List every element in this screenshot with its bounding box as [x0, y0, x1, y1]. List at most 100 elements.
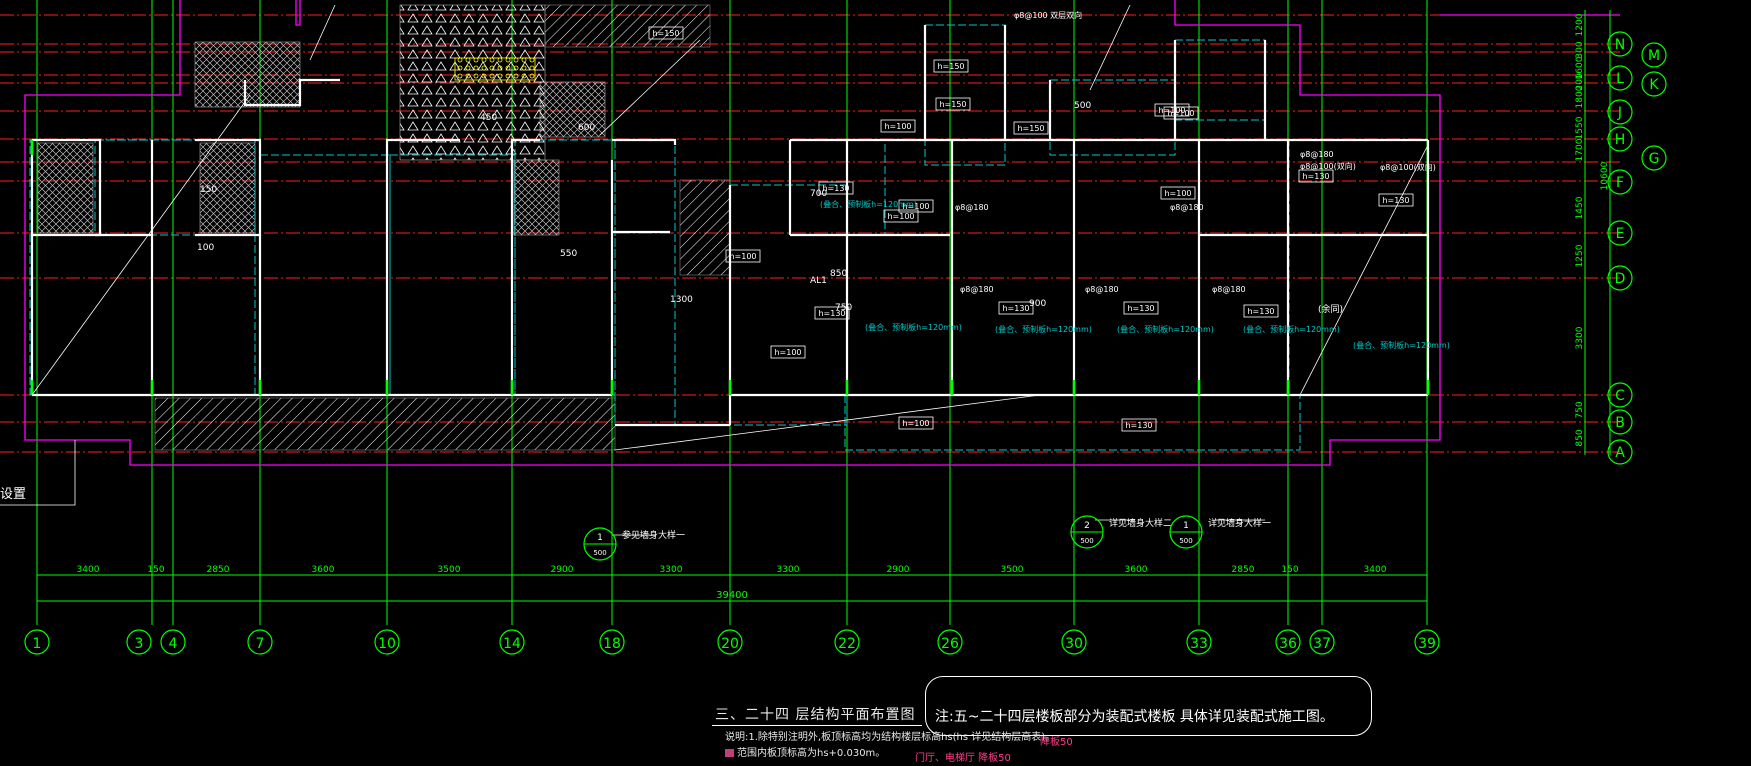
right-dimension-label: 300: [1575, 41, 1585, 58]
slab-label: h=150: [935, 97, 971, 111]
slab-thickness: h=130: [1382, 196, 1409, 205]
axis-bubble-33: 33: [1186, 629, 1212, 655]
leader-lines: [0, 4, 1429, 536]
axis-bubble-37: 37: [1309, 629, 1335, 655]
bottom-dimension-label: 2850: [207, 565, 230, 575]
slab-thickness: h=130: [1302, 172, 1329, 181]
slab-thickness: h=100: [887, 212, 914, 221]
right-dimension-label: 1550: [1575, 116, 1585, 139]
axis-bubble-7: 7: [247, 629, 273, 655]
axis-bubble-circle: [1607, 99, 1633, 125]
rebar-note: φ8@100 双层双向: [1014, 10, 1082, 20]
left-label: 设置: [0, 487, 26, 502]
axis-bubble-3: 3: [126, 629, 152, 655]
right-dimension-label: 1800: [1575, 85, 1585, 108]
slab-label: h=130: [1298, 169, 1334, 183]
right-dimension-label: 750: [1575, 401, 1585, 418]
bottom-dimension-label: 3400: [77, 565, 100, 575]
slab-thickness: h=100: [902, 419, 929, 428]
pink-note-1: 降板50: [1040, 737, 1073, 748]
note-line-1: 说明:1.除特别注明外,板顶标高均为结构楼层标高hs(hs 详见结构层高表)。: [725, 732, 1056, 743]
axis-bubble-K: K: [1641, 71, 1667, 97]
axis-bubble-label: 14: [503, 636, 521, 652]
note-line-2-text: 范围内板顶标高为hs+0.030m。: [737, 748, 886, 759]
slab-note: (叠合、预制板h=120mm): [1117, 324, 1214, 334]
slab-label: h=130: [998, 301, 1034, 315]
axis-bubble-circle: [24, 629, 50, 655]
axis-bubble-label: N: [1615, 37, 1625, 53]
slab-label: h=130: [1378, 193, 1414, 207]
slab-thickness: h=130: [818, 309, 845, 318]
right-dimension-label: 1250: [1575, 244, 1585, 267]
axis-bubble-label: 37: [1313, 636, 1331, 652]
callout-scale: 500: [1080, 537, 1093, 545]
slab-thickness: h=130: [1125, 421, 1152, 430]
axis-bubble-M: M: [1641, 42, 1667, 68]
slab-note: (叠合、预制板h=120mm): [820, 199, 917, 209]
bottom-dimension-label: 3300: [777, 565, 800, 575]
slab-label: h=100: [880, 119, 916, 133]
rebar-note: φ8@180: [960, 285, 994, 294]
misc-label: (余同): [1318, 303, 1343, 315]
callout-text: 详见墙身大样二: [1109, 517, 1172, 529]
axis-bubble-label: 4: [169, 636, 178, 652]
axis-bubble-39: 39: [1414, 629, 1440, 655]
axis-bubble-circle: [599, 629, 625, 655]
bottom-dimension-label: 3600: [1125, 565, 1148, 575]
axis-bubble-circle: [937, 629, 963, 655]
callout-number: 1: [597, 533, 603, 543]
axis-bubble-label: 20: [721, 636, 739, 652]
bottom-dimension-label: 3600: [312, 565, 335, 575]
small-dimension: 100: [197, 243, 214, 253]
right-dimension-label: 10600: [1600, 161, 1610, 190]
axis-bubble-G: G: [1641, 145, 1667, 171]
axis-bubble-E: E: [1607, 220, 1633, 246]
slab-note: (叠合、预制板h=120mm): [865, 322, 962, 332]
slab-label: h=100: [898, 199, 934, 213]
axis-bubble-A: A: [1607, 439, 1633, 465]
axis-bubble-10: 10: [374, 629, 400, 655]
axis-bubble-label: G: [1649, 151, 1660, 167]
axis-bubble-circle: [717, 629, 743, 655]
axis-bubble-circle: [1309, 629, 1335, 655]
hatched-zones: [37, 4, 731, 451]
note-cloud: [925, 676, 1372, 736]
axis-bubble-circle: [1607, 409, 1633, 435]
bottom-dimension-label: 150: [147, 565, 164, 575]
wall-caps: [30, 140, 1430, 395]
axis-bubble-F: F: [1607, 169, 1633, 195]
axis-bubble-label: 22: [838, 636, 856, 652]
slab-label: h=100: [898, 416, 934, 430]
axis-bubble-label: E: [1616, 226, 1625, 242]
small-dimension: 450: [480, 113, 497, 123]
axis-bubble-22: 22: [834, 629, 860, 655]
slab-thickness: h=150: [937, 62, 964, 71]
axis-bubble-label: 1: [33, 636, 42, 652]
slab-note: (叠合、预制板h=120mm): [1353, 340, 1450, 350]
axis-bubble-14: 14: [499, 629, 525, 655]
axis-bubble-label: M: [1648, 48, 1660, 64]
slab-label: h=100: [725, 249, 761, 263]
detail-callout: 2 500 详见墙身大样二: [1070, 515, 1172, 549]
slab-label: h=130: [1123, 301, 1159, 315]
callout-number: 2: [1084, 521, 1090, 531]
axis-bubble-circle: [1607, 169, 1633, 195]
title-underline: [712, 725, 922, 726]
axis-bubble-B: B: [1607, 409, 1633, 435]
slab-label: h=130: [1121, 418, 1157, 432]
rebar-note: φ8@100(双向): [1300, 161, 1356, 171]
callout-text: 参见墙身大样一: [622, 529, 685, 541]
bottom-dimension-label: 2900: [551, 565, 574, 575]
axis-bubble-label: D: [1615, 271, 1626, 287]
slab-label: h=130: [818, 181, 854, 195]
bottom-dimension-label: 3300: [660, 565, 683, 575]
axis-bubble-circle: [1414, 629, 1440, 655]
axis-bubble-label: C: [1615, 388, 1625, 404]
axis-bubble-circle: [1607, 126, 1633, 152]
axis-bubble-circle: [834, 629, 860, 655]
